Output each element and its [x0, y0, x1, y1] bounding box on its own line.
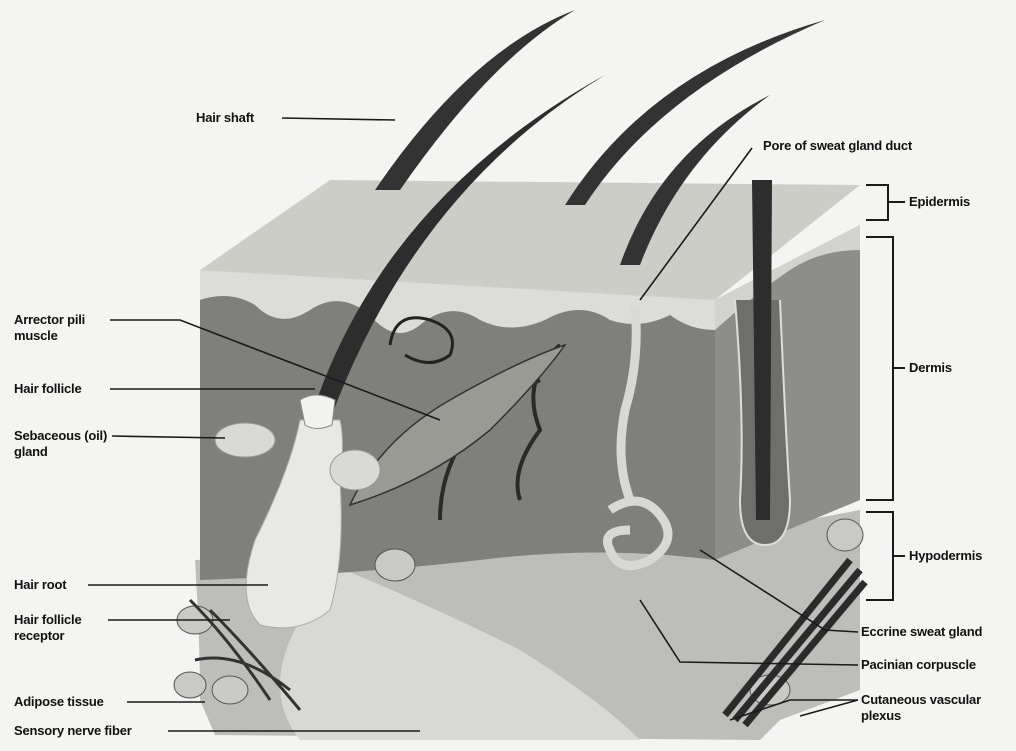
- label-cutaneous-vascular-line2: plexus: [861, 708, 981, 724]
- hair-shaft-2: [565, 20, 825, 205]
- label-cutaneous-vascular-plexus: Cutaneous vascular plexus: [861, 692, 981, 724]
- label-eccrine-sweat-gland: Eccrine sweat gland: [861, 624, 982, 640]
- sebaceous-gland-left: [215, 423, 275, 457]
- label-hair-shaft: Hair shaft: [196, 110, 254, 126]
- dermis-bracket: [866, 237, 905, 500]
- label-arrector-pili-line2: muscle: [14, 328, 85, 344]
- label-hair-follicle: Hair follicle: [14, 381, 81, 397]
- label-hair-follicle-receptor-line2: receptor: [14, 628, 81, 644]
- label-sebaceous-line2: gland: [14, 444, 107, 460]
- label-dermis: Dermis: [909, 360, 952, 376]
- hair-follicle-bulb: [300, 395, 335, 429]
- label-sensory-nerve-fiber: Sensory nerve fiber: [14, 723, 132, 739]
- hypodermis-bracket: [866, 512, 905, 600]
- label-hypodermis: Hypodermis: [909, 548, 982, 564]
- label-sebaceous-line1: Sebaceous (oil): [14, 428, 107, 444]
- label-adipose-tissue: Adipose tissue: [14, 694, 104, 710]
- label-pacinian-corpuscle: Pacinian corpuscle: [861, 657, 976, 673]
- label-sebaceous-gland: Sebaceous (oil) gland: [14, 428, 107, 460]
- label-pore-of-sweat-gland-duct: Pore of sweat gland duct: [763, 138, 912, 154]
- label-epidermis: Epidermis: [909, 194, 970, 210]
- hair-shaft-1: [375, 10, 575, 190]
- label-hair-root: Hair root: [14, 577, 66, 593]
- label-arrector-pili-muscle: Arrector pili muscle: [14, 312, 85, 344]
- label-hair-follicle-receptor-line1: Hair follicle: [14, 612, 81, 628]
- label-arrector-pili-line1: Arrector pili: [14, 312, 85, 328]
- label-cutaneous-vascular-line1: Cutaneous vascular: [861, 692, 981, 708]
- epidermis-bracket: [866, 185, 905, 220]
- label-hair-follicle-receptor: Hair follicle receptor: [14, 612, 81, 644]
- sebaceous-gland-right: [330, 450, 380, 490]
